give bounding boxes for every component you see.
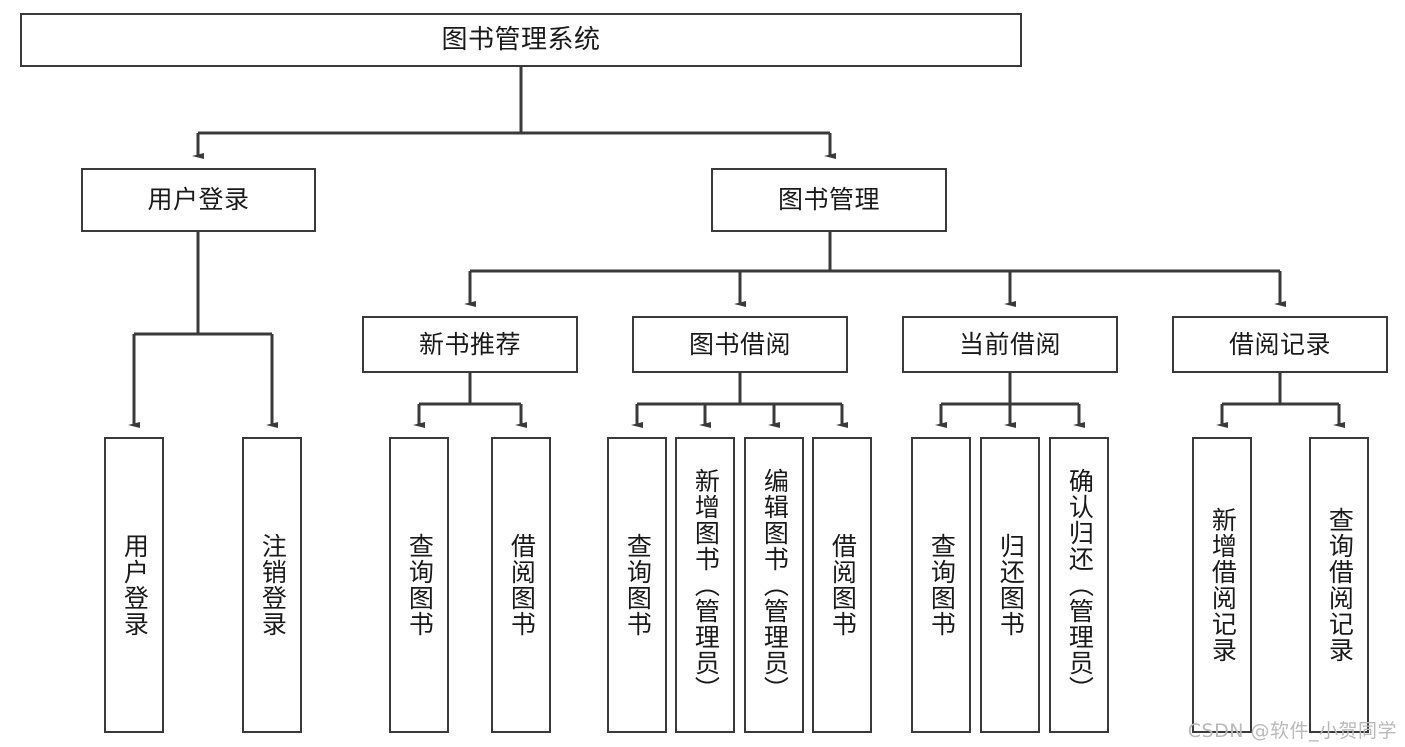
leaf-borrow-record-add[interactable]: 新增借阅记录 [1192, 437, 1252, 733]
node-borrow-record[interactable]: 借阅记录 [1172, 316, 1388, 373]
node-label: 新书推荐 [418, 329, 521, 359]
node-new-book-recommend[interactable]: 新书推荐 [362, 316, 578, 373]
leaf-current-borrow-query[interactable]: 查询图书 [911, 437, 971, 733]
node-label: 查询图书 [623, 533, 653, 637]
leaf-user-login-login[interactable]: 用户登录 [104, 437, 164, 733]
node-label: 确认归还（管理员） [1065, 468, 1095, 702]
node-label: 借阅图书 [507, 533, 537, 637]
node-label: 新增借阅记录 [1208, 507, 1238, 663]
leaf-user-login-logout[interactable]: 注销登录 [242, 437, 302, 733]
csdn-watermark: CSDN @软件_小贺同学 [1187, 720, 1397, 742]
leaf-book-borrow-add[interactable]: 新增图书（管理员） [675, 437, 735, 733]
node-current-borrow[interactable]: 当前借阅 [902, 316, 1118, 373]
leaf-new-book-borrow[interactable]: 借阅图书 [491, 437, 551, 733]
leaf-book-borrow-edit[interactable]: 编辑图书（管理员） [744, 437, 804, 733]
node-label: 用户登录 [147, 185, 250, 215]
leaf-new-book-query[interactable]: 查询图书 [389, 437, 449, 733]
node-label: 图书管理系统 [441, 24, 601, 55]
node-label: 查询图书 [405, 533, 435, 637]
node-label: 查询图书 [927, 533, 957, 637]
node-label: 注销登录 [258, 533, 288, 637]
leaf-current-borrow-return[interactable]: 归还图书 [980, 437, 1040, 733]
node-label: 图书管理 [777, 185, 880, 215]
node-label: 新增图书（管理员） [691, 468, 721, 702]
leaf-book-borrow-query[interactable]: 查询图书 [607, 437, 667, 733]
node-label: 查询借阅记录 [1325, 507, 1355, 663]
node-label: 用户登录 [120, 533, 150, 637]
leaf-borrow-record-query[interactable]: 查询借阅记录 [1309, 437, 1369, 733]
node-book-management[interactable]: 图书管理 [711, 168, 947, 232]
node-label: 借阅图书 [828, 533, 858, 637]
node-root-system[interactable]: 图书管理系统 [20, 13, 1022, 67]
node-user-login[interactable]: 用户登录 [81, 168, 316, 232]
leaf-current-borrow-confirm[interactable]: 确认归还（管理员） [1049, 437, 1109, 733]
leaf-book-borrow-borrow[interactable]: 借阅图书 [812, 437, 872, 733]
node-label: 图书借阅 [688, 329, 791, 359]
node-label: 借阅记录 [1228, 329, 1331, 359]
node-label: 归还图书 [996, 533, 1026, 637]
node-label: 当前借阅 [958, 329, 1061, 359]
node-book-borrow[interactable]: 图书借阅 [632, 316, 848, 373]
node-label: 编辑图书（管理员） [760, 468, 790, 702]
